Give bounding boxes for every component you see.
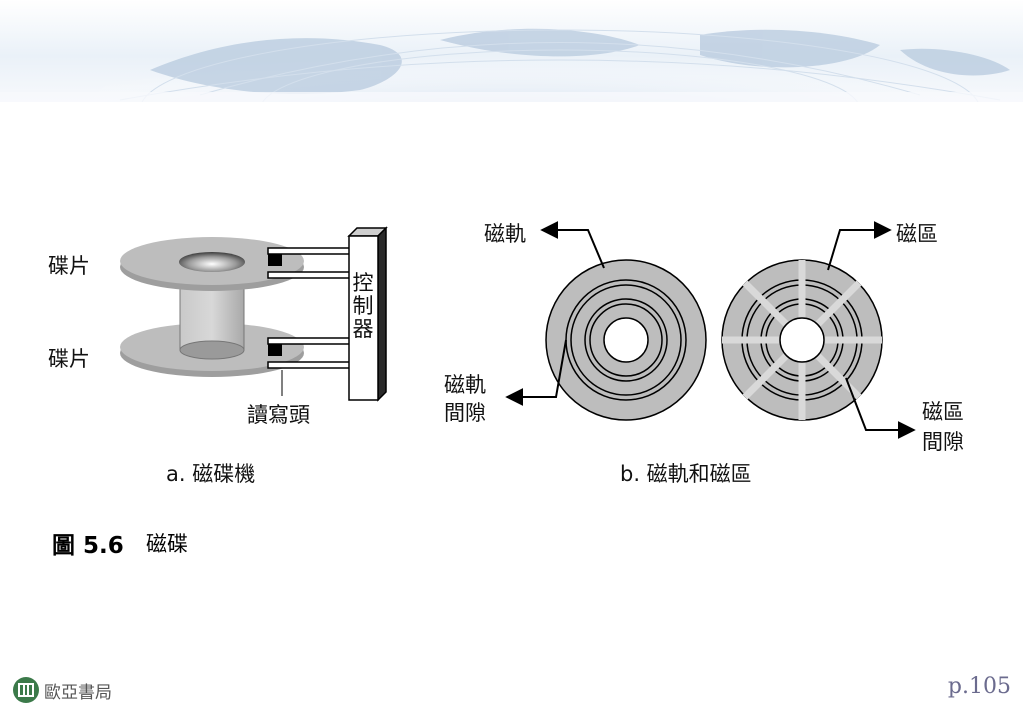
track-gap-line: 磁軌 [444,373,486,397]
controller-label-char: 控 [352,271,374,295]
controller-label-char: 制 [352,294,374,318]
sector-gap-line: 間隙 [922,430,964,454]
platter-label-top: 碟片 [48,254,90,278]
sector-gap-line: 磁區 [922,400,964,424]
controller-block [347,226,388,402]
publisher-logo-icon [13,677,39,703]
disk-diagram [120,221,916,439]
platter-label-bottom: 碟片 [48,347,90,371]
header-banner [0,0,1023,102]
disk-drive-drawing [120,226,388,402]
tracks-disk-drawing [505,221,707,421]
caption-disk-drive: a. 磁碟機 [166,462,256,486]
controller-label: 控 制 器 [351,272,375,341]
caption-tracks-sectors: b. 磁軌和磁區 [620,462,752,486]
track-gap-line: 間隙 [444,401,486,425]
figure-number: 圖 5.6 [52,533,124,559]
sector-label: 磁區 [896,222,938,246]
publisher-logo: 歐亞書局 [12,676,112,704]
controller-label-char: 器 [352,317,374,341]
track-gap-label: 磁軌 間隙 [444,371,486,427]
sectors-disk-drawing [721,221,916,439]
track-label: 磁軌 [484,222,526,246]
read-write-head-label: 讀寫頭 [247,403,310,427]
figure-title: 磁碟 [146,532,188,556]
page-number: p.105 [947,674,1011,699]
read-write-heads [268,254,282,356]
sector-gap-label: 磁區 間隙 [922,397,964,457]
publisher-name: 歐亞書局 [44,682,112,703]
